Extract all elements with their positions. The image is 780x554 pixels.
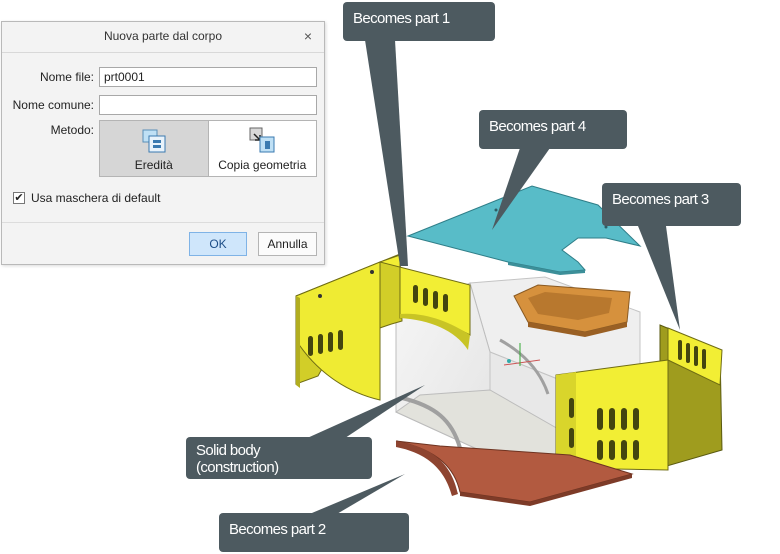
part-4-top-panel <box>406 185 642 275</box>
close-icon[interactable]: × <box>303 28 313 44</box>
pointer-part1 <box>365 40 408 266</box>
pointer-solid <box>285 385 425 448</box>
part-3-right-panels <box>555 324 723 471</box>
common-name-field[interactable] <box>99 95 317 115</box>
method-copy-geometry-button[interactable]: Copia geometria <box>209 121 317 176</box>
ok-button[interactable]: OK <box>189 232 247 256</box>
callout-pointers <box>285 40 680 518</box>
button-bar-divider <box>2 222 324 223</box>
part-2-base <box>395 440 634 506</box>
method-inherit-label: Eredità <box>134 158 173 172</box>
dialog-title: Nuova parte dal corpo <box>2 22 324 51</box>
copy-geometry-icon <box>249 127 275 153</box>
pointer-part4 <box>492 148 550 230</box>
method-selector: Eredità Copia geometria <box>99 120 317 177</box>
callout-part4: Becomes part 4 <box>479 110 627 149</box>
common-name-label: Nome comune: <box>12 98 94 112</box>
method-copy-geometry-label: Copia geometria <box>218 158 307 172</box>
file-name-label: Nome file: <box>39 70 94 84</box>
callout-solid: Solid body (construction) <box>186 437 372 479</box>
pointer-part3 <box>638 226 680 330</box>
callout-part2: Becomes part 2 <box>219 513 409 552</box>
method-inherit-button[interactable]: Eredità <box>100 121 209 176</box>
cancel-button[interactable]: Annulla <box>258 232 317 256</box>
method-label: Metodo: <box>50 123 94 137</box>
new-part-from-body-dialog: Nuova parte dal corpo × Nome file: Nome … <box>1 21 325 265</box>
pointer-part2 <box>300 474 405 518</box>
part-1-left-panels <box>295 253 471 401</box>
default-template-checkbox[interactable]: ✔ <box>13 192 25 204</box>
callout-part3: Becomes part 3 <box>602 183 741 226</box>
inherit-icon <box>142 129 166 153</box>
file-name-field[interactable] <box>99 67 317 87</box>
title-divider <box>2 52 324 53</box>
default-template-label: Usa maschera di default <box>31 191 161 205</box>
orange-tray <box>513 284 631 337</box>
callout-part1: Becomes part 1 <box>343 2 495 41</box>
